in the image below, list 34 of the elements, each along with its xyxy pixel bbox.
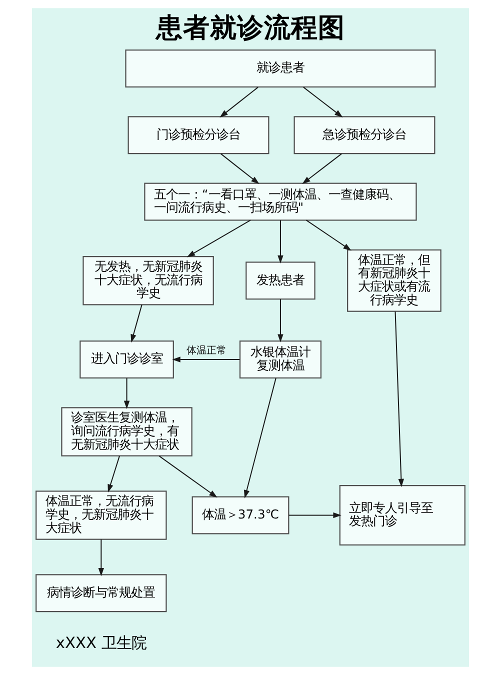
node-box: 体温＞37.3℃ xyxy=(191,496,289,534)
node-box: 门诊预检分诊台 xyxy=(127,116,269,154)
arrow xyxy=(98,539,104,576)
arrow xyxy=(277,299,283,342)
arrow xyxy=(220,153,259,184)
arrow xyxy=(172,356,240,362)
node-box: 体温正常，但有新冠肺炎十大症状或有流行病学史 xyxy=(346,249,441,312)
edge-label: 体温正常 xyxy=(186,344,226,356)
node-box: 诊室医生复测体温，询问流行病学史，有无新冠肺炎十大症状 xyxy=(60,407,192,456)
node-box: 五个一：“一看口罩、一测体温、一查健康码、一问流行病史、一扫场所码" xyxy=(144,182,416,221)
label: xXXX 卫生院 xyxy=(55,634,146,652)
node-box: 立即专人引导至发热门诊 xyxy=(338,485,465,546)
node-box: 就诊患者 xyxy=(124,50,436,88)
arrow xyxy=(219,86,258,118)
arrow xyxy=(288,512,341,518)
node-box: 急诊预检分诊台 xyxy=(293,116,435,154)
arrow xyxy=(277,220,283,264)
node-box: 水银体温计复测体温 xyxy=(238,340,321,379)
node-box: 体温正常，无流行病学史，无新冠肺炎十大症状 xyxy=(35,490,166,540)
arrow xyxy=(123,378,130,410)
arrow xyxy=(302,86,342,118)
arrow xyxy=(186,220,250,258)
arrow xyxy=(130,304,142,343)
node-box: 病情诊断与常规处置 xyxy=(35,574,166,612)
node-box: 进入门诊诊室 xyxy=(79,340,174,379)
arrow xyxy=(394,312,404,488)
arrow xyxy=(158,456,217,498)
arrow xyxy=(243,378,276,498)
node-box: 无发热，无新冠肺炎十大症状，无流行病学史 xyxy=(82,256,214,306)
arrow xyxy=(306,220,351,251)
diagram-title: 患者就诊流程图 xyxy=(156,12,345,44)
arrow xyxy=(302,153,342,184)
node-box: 发热患者 xyxy=(245,262,315,300)
arrow xyxy=(107,456,120,493)
